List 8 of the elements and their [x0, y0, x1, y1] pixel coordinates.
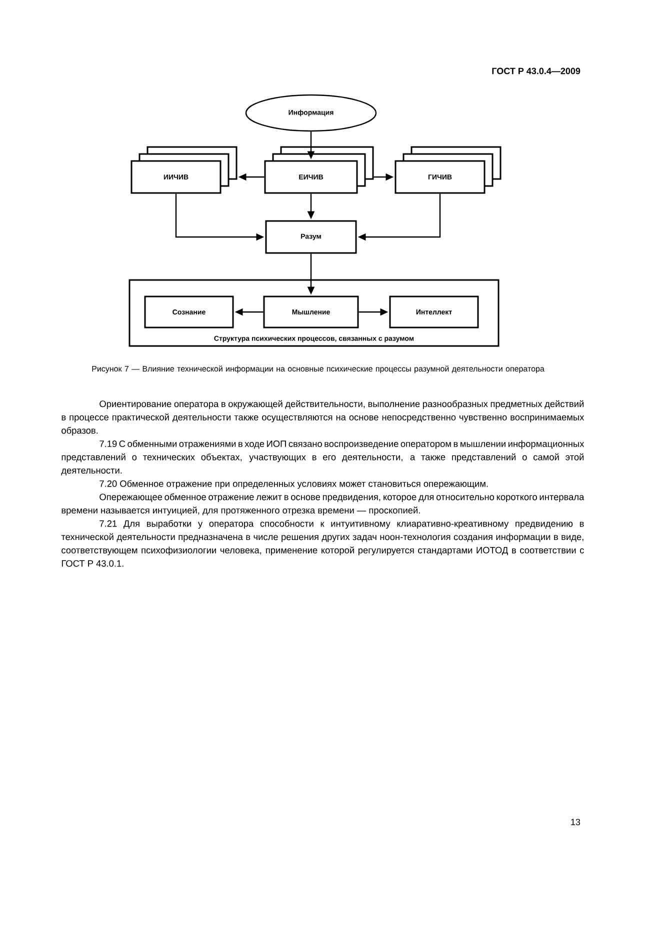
- paragraph: 7.21 Для выработки у оператора способности к интуитивному клиаративно-креативному предвидению в технической деятельности предназначена в числе решения других задач ноон-технология создания информации в виде, соответствующем психофизиологии человека, применение которой регулируется стандартами ИОТОД в соответствии с ГОСТ Р 43.0.1.: [61, 520, 584, 567]
- paragraph: Ориентирование оператора в окружающей действительности, выполнение разнообразных предметных действий в процессе практической деятельности также осуществляются на основе непосредственно чувственно воспринимаемых образов.: [62, 400, 584, 436]
- paragraph: 7.19 С обменными отражениями в ходе ИОП связано воспроизведение оператором в мышлении информационных представлений о технических объектах, участвующих в его деятельности, а также представлений о самой этой деятельности.: [61, 440, 584, 476]
- page-number: 13: [571, 818, 580, 826]
- paragraph: Опережающее обменное отражение лежит в основе предвидения, которое для относительно короткого интервала времени называется интуицией, для протяженного отрезка времени — проскопией.: [62, 493, 584, 516]
- paragraph: 7.20 Обменное отражение при определенных условиях может становиться опережающим.: [100, 480, 488, 489]
- document-header: ГОСТ Р 43.0.4—2009: [492, 68, 580, 74]
- figure-caption: Рисунок 7 — Влияние технической информации на основные психические процессы разумной деятельности оператора: [92, 366, 544, 374]
